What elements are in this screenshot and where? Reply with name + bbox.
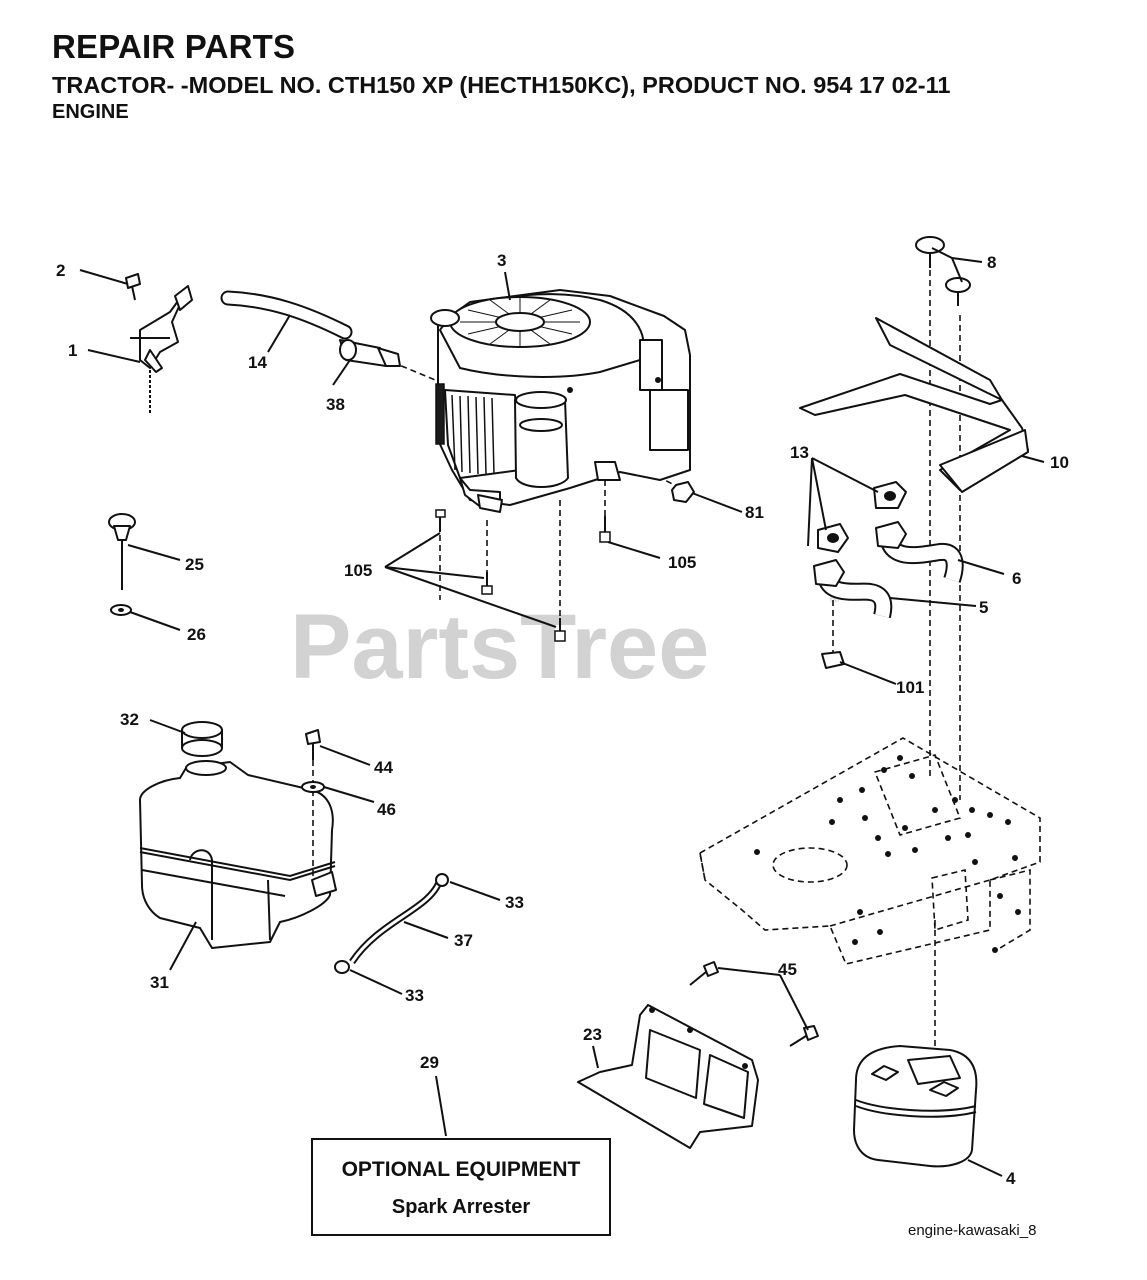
bolt-105-a <box>435 509 446 532</box>
callout-1: 1 <box>68 341 77 360</box>
callout-13: 13 <box>790 443 809 462</box>
clamp-33-a <box>435 873 449 887</box>
page-title: REPAIR PARTS <box>52 28 296 65</box>
callout-45: 45 <box>778 960 797 979</box>
callout-38: 38 <box>326 395 345 414</box>
clamp-33-b <box>334 960 350 974</box>
callout-2: 2 <box>56 261 65 280</box>
callout-4: 4 <box>1006 1169 1016 1188</box>
fuel-cap-32 <box>181 721 223 757</box>
bolt-8-b <box>945 277 971 306</box>
throttle-bracket <box>130 285 193 415</box>
model-subtitle: TRACTOR- -MODEL NO. CTH150 XP (HECTH150K… <box>52 72 951 98</box>
callout-105-right: 105 <box>668 553 696 572</box>
dipstick-25 <box>108 513 136 590</box>
callout-14: 14 <box>248 353 267 372</box>
screw-2 <box>125 273 141 301</box>
gasket-13-b <box>817 523 849 553</box>
callout-44: 44 <box>374 758 393 777</box>
fuel-fitting-38 <box>339 339 401 367</box>
callout-105-left: 105 <box>344 561 372 580</box>
nut-81 <box>671 481 695 503</box>
callout-37: 37 <box>454 931 473 950</box>
exhaust-pipe-5 <box>813 559 893 619</box>
frame-outline <box>699 737 1041 965</box>
optional-equipment-box: OPTIONAL EQUIPMENT Spark Arrester <box>311 1138 611 1236</box>
callout-6: 6 <box>1012 569 1021 588</box>
washer-26 <box>110 604 132 616</box>
bolt-8-a <box>915 236 945 268</box>
figure-id: engine-kawasaki_8 <box>908 1222 1037 1239</box>
callout-32: 32 <box>120 710 139 729</box>
callout-3: 3 <box>497 251 506 270</box>
washer-46 <box>301 781 325 793</box>
gasket-13-a <box>873 481 907 509</box>
fuel-line-37 <box>349 878 444 964</box>
callout-81: 81 <box>745 503 764 522</box>
callout-10: 10 <box>1050 453 1069 472</box>
bolt-45-a <box>689 961 719 986</box>
callout-25: 25 <box>185 555 204 574</box>
callout-33-upper: 33 <box>505 893 524 912</box>
section-title: ENGINE <box>52 101 129 123</box>
muffler-4 <box>853 1045 978 1168</box>
engine-3 <box>430 289 691 513</box>
screw-44 <box>305 729 321 880</box>
muffler-bracket-23 <box>577 1004 759 1149</box>
fuel-hose-14 <box>220 290 353 340</box>
callout-23: 23 <box>583 1025 602 1044</box>
exhaust-pipe-6 <box>875 521 964 583</box>
callout-labels: 2 1 3 14 38 8 10 13 6 5 101 81 105 105 2… <box>56 251 1069 1188</box>
heat-shield-10 <box>799 317 1029 493</box>
callout-8: 8 <box>987 253 996 272</box>
callout-101: 101 <box>896 678 924 697</box>
optional-equipment-title: OPTIONAL EQUIPMENT <box>341 1158 581 1181</box>
callout-26: 26 <box>187 625 206 644</box>
nut-101 <box>821 651 845 669</box>
callout-33-lower: 33 <box>405 986 424 1005</box>
callout-46: 46 <box>377 800 396 819</box>
optional-equipment-item: Spark Arrester <box>391 1196 531 1218</box>
bolt-105-d <box>599 516 611 543</box>
callout-29: 29 <box>420 1053 439 1072</box>
callout-31: 31 <box>150 973 169 992</box>
watermark: PartsTree <box>290 596 709 698</box>
fuel-tank-31 <box>139 760 337 949</box>
bolt-45-b <box>789 1025 819 1047</box>
bolt-105-b <box>481 572 493 595</box>
callout-5: 5 <box>979 598 988 617</box>
bolt-105-c <box>554 618 566 642</box>
leader-lines <box>79 247 1045 1177</box>
